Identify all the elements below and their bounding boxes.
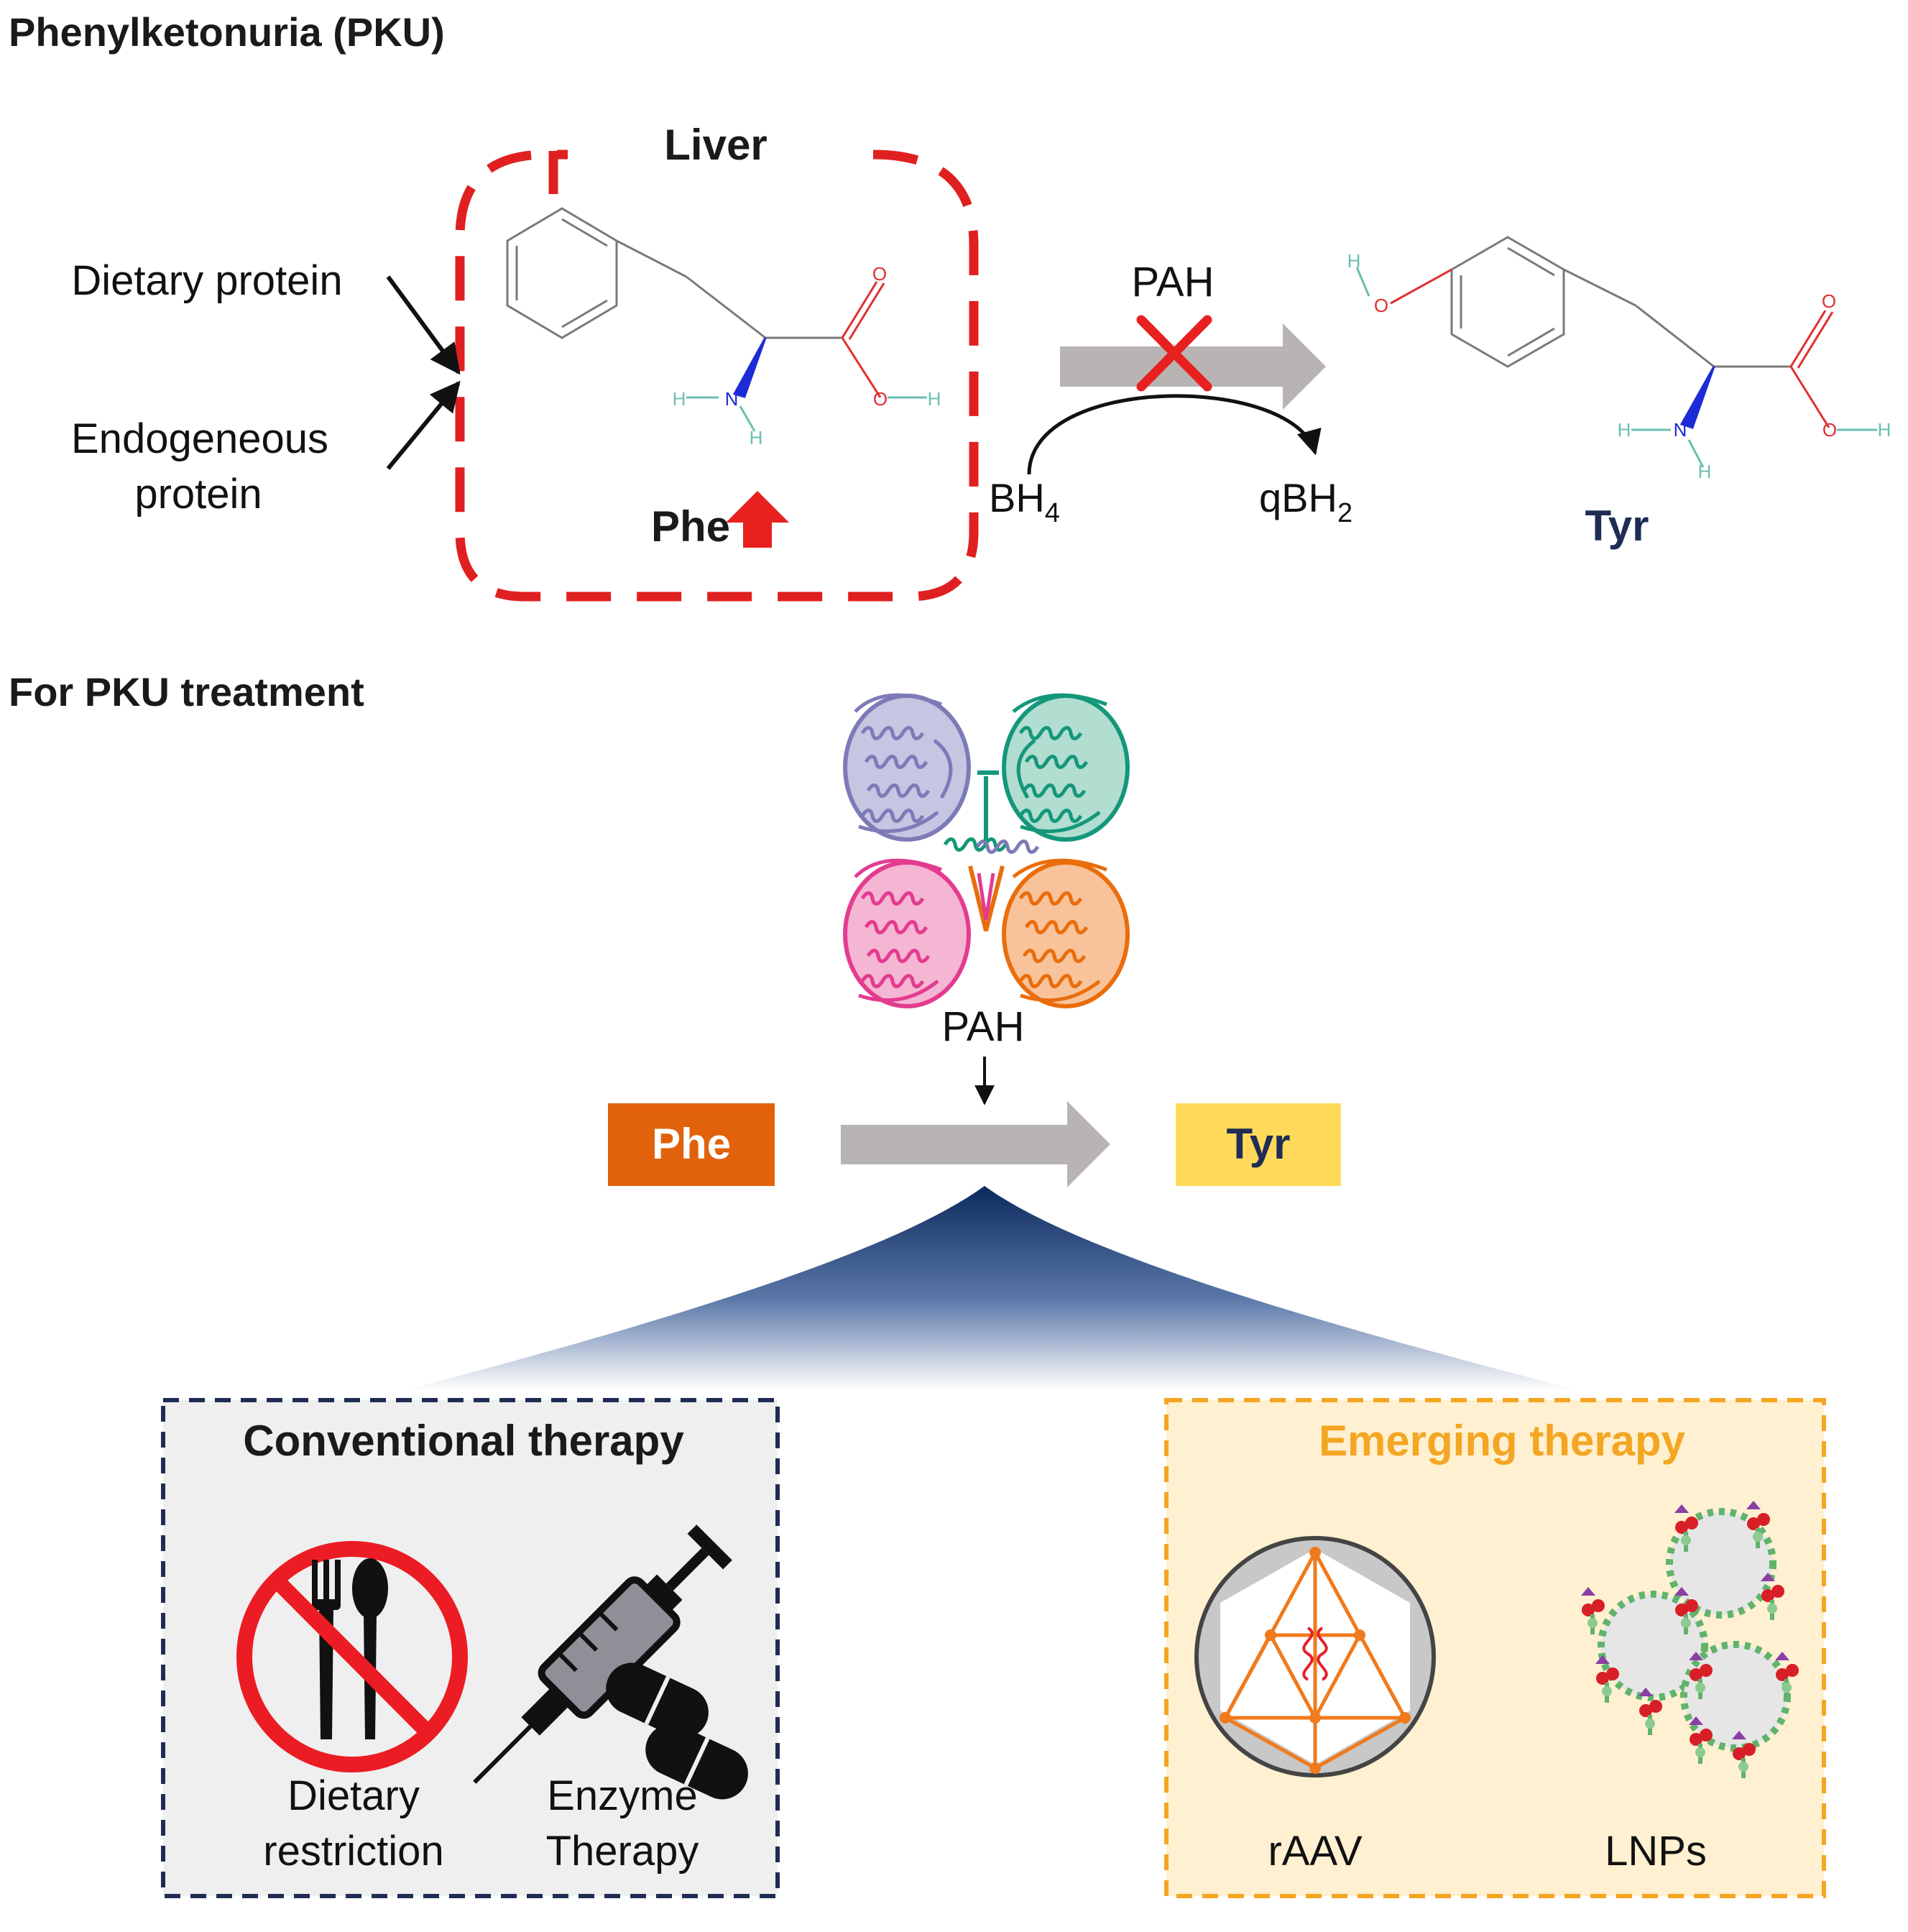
liver-label: Liver [664, 121, 767, 169]
tyr-atom-o3: O [1822, 419, 1837, 441]
protein-label: protein [134, 471, 262, 518]
aav-capsid-icon [1194, 1536, 1436, 1777]
phe-atom-o2: O [873, 388, 888, 410]
tyr-atom-o1: O [1374, 295, 1388, 316]
bh4-label: BH4 [989, 475, 1060, 528]
tyr-atom-h2: H [1878, 419, 1891, 441]
tyr-atom-h1: H [1347, 250, 1361, 272]
section-title-pku: Phenylketonuria (PKU) [9, 9, 445, 55]
lnps-label: LNPs [1605, 1828, 1707, 1874]
tyr-box-label: Tyr [1227, 1120, 1291, 1168]
phe-box [608, 1103, 775, 1186]
section-title-treatment: For PKU treatment [9, 669, 364, 714]
phe-to-tyr-arrow [841, 1101, 1110, 1187]
phe-label-top: Phe [651, 502, 730, 551]
phe-atom-h2: H [673, 388, 686, 410]
raav-label: rAAV [1268, 1828, 1362, 1874]
qbh2-label: qBH2 [1259, 475, 1352, 528]
tyr-atom-h4: H [1698, 461, 1712, 482]
tyr-box [1176, 1103, 1341, 1186]
conventional-therapy-box [161, 1398, 780, 1898]
no-food-icon [236, 1541, 468, 1772]
tyr-atom-n: N [1674, 419, 1687, 441]
phenylalanine-structure-icon [506, 207, 927, 432]
tyrosine-structure-icon [1355, 236, 1877, 468]
phe-atom-o1: O [872, 263, 887, 285]
pah-label-bottom: PAH [942, 1003, 1025, 1050]
phe-increase-arrow-icon [726, 491, 789, 548]
tyr-label-top: Tyr [1585, 502, 1649, 550]
phe-atom-h3: H [750, 427, 763, 448]
pah-protein-structure-icon [843, 693, 1130, 1008]
endogeneous-label: Endogeneous [71, 415, 328, 462]
syringe-pills-icon [473, 1524, 748, 1800]
conventional-therapy-title: Conventional therapy [243, 1417, 684, 1465]
phe-box-label: Phe [652, 1120, 731, 1168]
lipid-nanoparticle-icon [1581, 1501, 1799, 1778]
dietary-restriction-line2: restriction [263, 1828, 443, 1874]
emerging-therapy-title: Emerging therapy [1319, 1417, 1686, 1465]
cofactor-arrow [1027, 394, 1322, 475]
dietary-protein-label: Dietary protein [71, 257, 342, 304]
tyr-atom-h3: H [1618, 419, 1631, 441]
dietary-input-arrow [386, 275, 461, 375]
enzyme-therapy-line2: Therapy [546, 1828, 699, 1874]
therapy-fan [402, 1186, 1581, 1391]
phe-atom-n: N [725, 388, 739, 410]
blocked-x-icon [1136, 315, 1212, 392]
pah-label-top: PAH [1132, 259, 1215, 305]
liver-boundary [455, 150, 979, 602]
endogenous-input-arrow [386, 380, 461, 470]
enzyme-therapy-line1: Enzyme [547, 1772, 698, 1819]
dietary-restriction-line1: Dietary [287, 1772, 420, 1819]
phe-atom-h1: H [928, 388, 941, 410]
tyr-atom-o2: O [1822, 290, 1836, 312]
